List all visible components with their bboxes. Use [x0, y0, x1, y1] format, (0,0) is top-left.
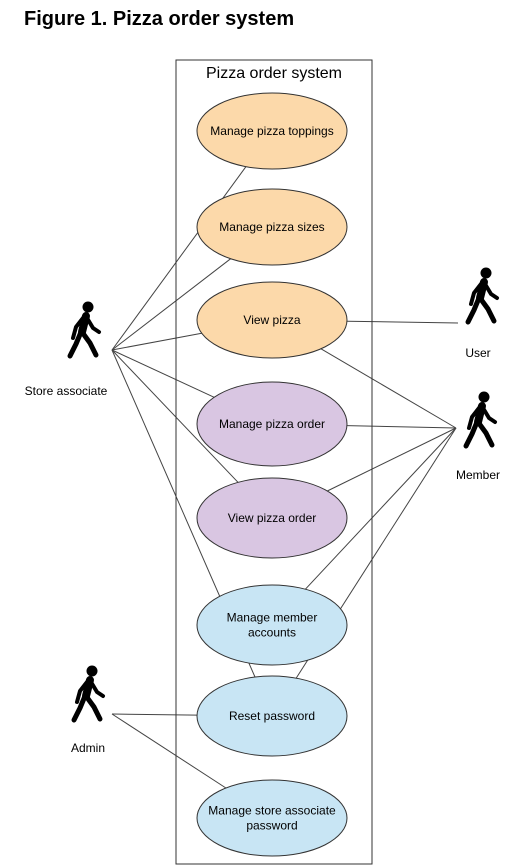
association-store-associate-manage-order: [111, 349, 215, 398]
use-case-toppings: Manage pizza toppings: [196, 92, 348, 170]
use-case-ellipse: [196, 281, 348, 359]
use-case-ellipse: [196, 477, 348, 559]
use-case-label: View pizza order: [228, 511, 317, 525]
use-case-label: View pizza: [243, 313, 300, 327]
use-case-ellipse: [196, 92, 348, 170]
use-case-reset-password: Reset password: [196, 675, 348, 757]
association-member-manage-order: [346, 425, 457, 429]
use-case-ellipse: [196, 188, 348, 266]
association-member-view-pizza: [320, 348, 457, 429]
use-case-view-order: View pizza order: [196, 477, 348, 559]
actor-store-associate: Store associate: [25, 301, 108, 398]
actor-label: User: [465, 346, 490, 360]
use-case-label: accounts: [248, 626, 296, 640]
use-case-label: Manage store associate: [208, 804, 336, 818]
use-case-ellipse: [196, 381, 348, 467]
use-case-label: Reset password: [229, 709, 315, 723]
association-store-associate-view-order: [111, 349, 239, 483]
association-member-view-order: [327, 427, 457, 492]
association-user-view-pizza: [346, 320, 459, 324]
figure-title: Figure 1. Pizza order system: [24, 8, 295, 30]
association-admin-associate-password: [111, 713, 227, 789]
actor-label: Store associate: [25, 384, 108, 398]
use-case-manage-order: Manage pizza order: [196, 381, 348, 467]
use-case-label: password: [246, 819, 297, 833]
use-case-label: Manage member: [227, 611, 318, 625]
walking-person-icon: [67, 301, 101, 359]
association-member-member-accounts: [305, 427, 457, 590]
walking-person-icon: [465, 267, 499, 325]
use-case-ellipse: [196, 779, 348, 857]
use-case-label: Manage pizza toppings: [210, 124, 333, 138]
association-store-associate-sizes: [111, 258, 232, 351]
actor-member: Member: [456, 391, 500, 482]
use-case-ellipse: [196, 675, 348, 757]
walking-person-icon: [71, 665, 105, 723]
system-title: Pizza order system: [206, 65, 342, 82]
actor-label: Member: [456, 468, 500, 482]
use-case-sizes: Manage pizza sizes: [196, 188, 348, 266]
actor-admin: Admin: [71, 665, 105, 755]
walking-person-icon: [463, 391, 497, 449]
actor-user: User: [465, 267, 499, 360]
use-case-label: Manage pizza order: [219, 417, 325, 431]
use-case-view-pizza: View pizza: [196, 281, 348, 359]
use-case-ellipse: [196, 584, 348, 666]
actor-label: Admin: [71, 741, 105, 755]
use-case-label: Manage pizza sizes: [219, 220, 324, 234]
association-store-associate-toppings: [111, 166, 247, 351]
association-admin-reset-password: [111, 713, 198, 716]
system-boundary: [175, 59, 373, 865]
association-store-associate-view-pizza: [111, 332, 202, 351]
